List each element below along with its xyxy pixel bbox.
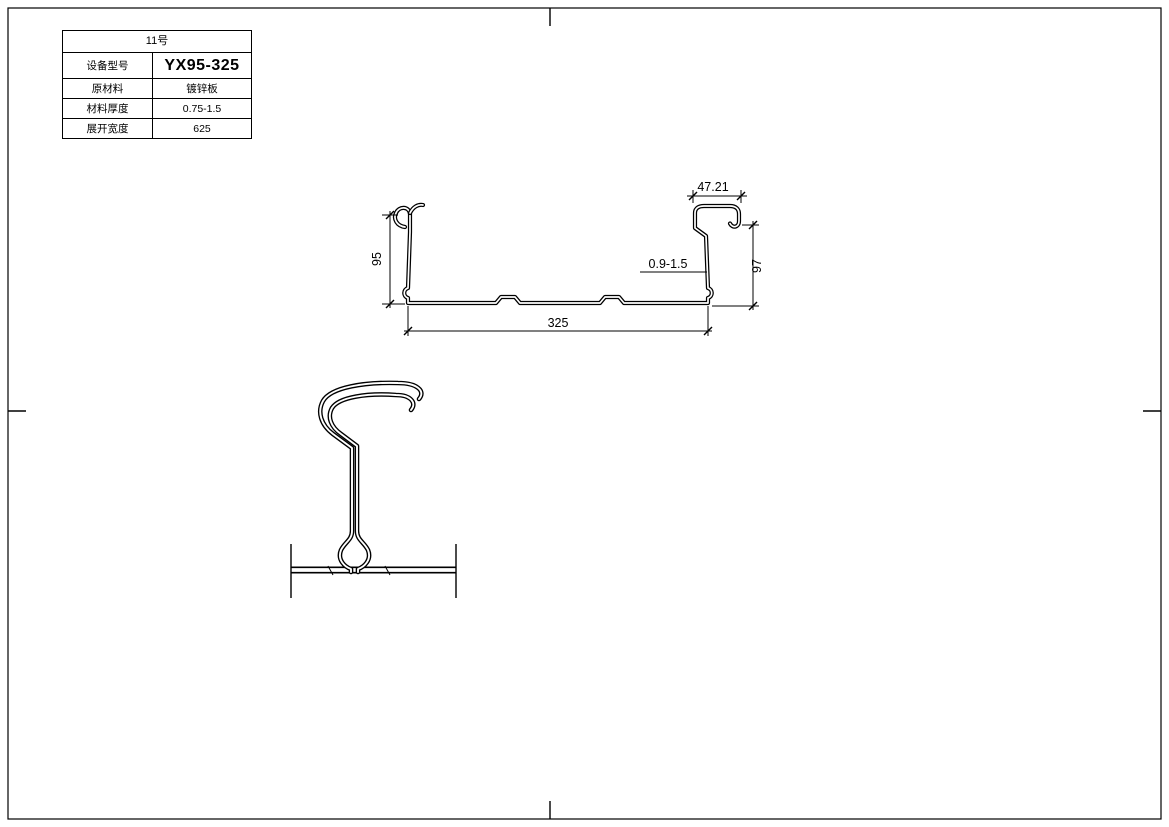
sheet-frame: [7, 7, 1162, 820]
dim-cover-width: 325: [548, 316, 569, 330]
title-block-row-coil-width: 展开宽度 625: [63, 119, 251, 138]
title-block-row-model: 设备型号 YX95-325: [63, 53, 251, 79]
profile-outline-core: [394, 205, 740, 304]
field-value-raw-material: 镀锌板: [186, 83, 218, 95]
dim-height-right-group: 97: [712, 220, 764, 311]
dim-height-left-group: 95: [370, 210, 405, 309]
seam-hem-mark-left: [327, 565, 334, 576]
field-label-raw-material: 原材料: [63, 79, 153, 98]
title-block: 11号 设备型号 YX95-325 原材料 镀锌板 材料厚度 0.75-1.5 …: [62, 30, 252, 139]
field-value-developed-width: 625: [193, 122, 211, 135]
sheet-number: 11号: [63, 31, 251, 53]
dim-height-left: 95: [370, 252, 384, 266]
field-label-developed-width: 展开宽度: [63, 119, 153, 138]
dim-thickness: 0.9-1.5: [649, 257, 688, 271]
profile-drawing: 47.21 95 97: [370, 180, 764, 336]
dim-thickness-group: 0.9-1.5: [640, 257, 707, 273]
field-label-material-thickness: 材料厚度: [63, 99, 153, 118]
title-block-row-material: 原材料 镀锌板: [63, 79, 251, 99]
field-value-material-thickness: 0.75-1.5: [182, 102, 222, 115]
title-block-row-thickness: 材料厚度 0.75-1.5: [63, 99, 251, 119]
seam-sheet-a: [320, 383, 421, 572]
dim-height-right: 97: [750, 259, 764, 273]
field-value-equipment-model: YX95-325: [164, 56, 240, 74]
dim-seam-width-group: 47.21: [687, 180, 747, 203]
profile-outline: [395, 206, 739, 303]
seam-hem-mark-right: [384, 565, 391, 576]
seam-sheet-a-core: [319, 381, 423, 573]
seam-detail-drawing: [291, 383, 456, 598]
border-frame: [7, 7, 1162, 820]
field-label-equipment-model: 设备型号: [63, 53, 153, 78]
dim-cover-width-group: 325: [403, 306, 713, 336]
dim-seam-width: 47.21: [697, 180, 728, 194]
